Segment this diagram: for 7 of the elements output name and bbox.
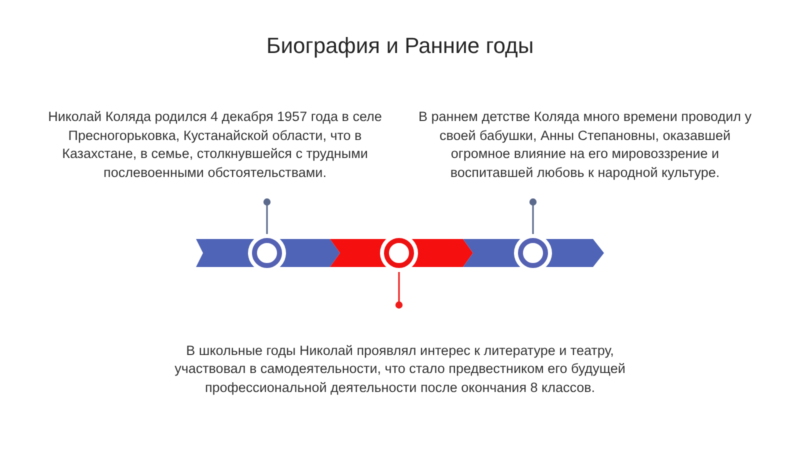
description-text: В школьные годы Николай проявлял интерес к литературе и театру, участвовал в самодеятельности, что стало предвестником его будущей профессиональной деятельности после окончания 8 классов. (174, 342, 626, 397)
description-text: Николай Коляда родился 4 декабря 1957 года в селе Пресногорьковка, Кустанайской области, что в Казахстане, в семье, столкнувшейся с трудными послевоенными обстоятельствами. (47, 108, 383, 182)
leader-line (395, 272, 403, 309)
leader-line (263, 198, 271, 234)
leader-line (529, 198, 537, 234)
description-text: В раннем детстве Коляда много времени проводил у своей бабушки, Анны Степановны, оказавшей огромное влияние на его мировоззрение и воспитавшей любовь к народной культуре. (417, 108, 752, 182)
title: Биография и Ранние годы (265, 32, 535, 60)
